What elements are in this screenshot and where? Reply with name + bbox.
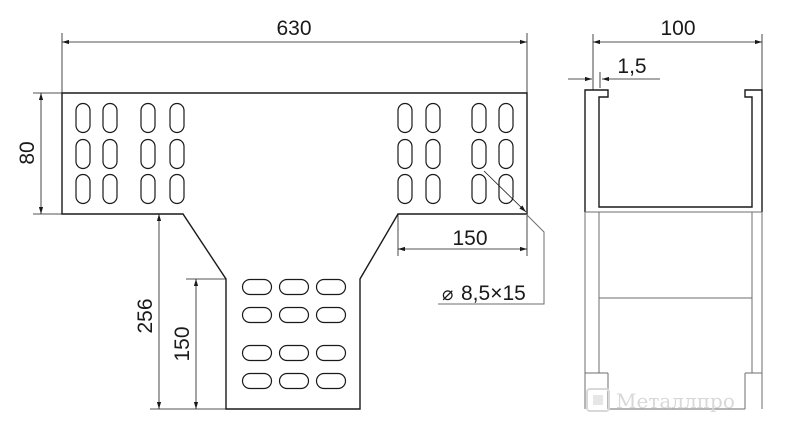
- perforation-slot: [102, 138, 118, 170]
- dim-total-width: 630: [61, 17, 528, 93]
- perforation-slot: [498, 138, 514, 170]
- perforation-slot: [397, 173, 413, 205]
- perforation-slot: [102, 173, 118, 205]
- dim-label-630: 630: [276, 17, 311, 40]
- watermark-text: Металлпро: [616, 389, 735, 413]
- perforation-slot: [315, 278, 347, 296]
- dim-label-256: 256: [134, 298, 157, 333]
- perforation-slot: [397, 102, 413, 134]
- profile-body: [584, 212, 763, 410]
- perforation-slot: [278, 278, 310, 296]
- slot-group-right: [397, 102, 514, 205]
- dim-label-150-vertical: 150: [171, 326, 194, 361]
- perforation-slot: [425, 173, 441, 205]
- perforation-slot: [278, 306, 310, 324]
- perforation-slot: [315, 372, 347, 390]
- perforation-slot: [169, 102, 185, 134]
- watermark: Металлпро: [586, 388, 735, 413]
- perforation-slot: [75, 102, 91, 134]
- slot-group-branch: [241, 278, 347, 390]
- perforation-slot: [241, 306, 273, 324]
- dim-profile-width: 100: [592, 17, 763, 90]
- hole-callout: ⌀ 8,5×15: [438, 170, 545, 305]
- perforation-slot: [498, 102, 514, 134]
- dim-label-hole-size: 8,5×15: [461, 282, 526, 305]
- dim-wall-thickness: 1,5: [568, 55, 660, 88]
- dim-label-150-horizontal: 150: [452, 227, 487, 250]
- perforation-slot: [315, 306, 347, 324]
- perforation-slot: [169, 173, 185, 205]
- profile-view: [584, 89, 763, 410]
- perforation-slot: [278, 372, 310, 390]
- dim-label-100: 100: [660, 17, 695, 40]
- perforation-slot: [471, 102, 487, 134]
- perforation-slot: [425, 102, 441, 134]
- perforation-slot: [498, 173, 514, 205]
- profile-channel: [584, 89, 763, 212]
- perforation-slot: [397, 138, 413, 170]
- perforation-slot: [425, 138, 441, 170]
- tee-outline: [61, 92, 528, 410]
- perforation-slot: [241, 344, 273, 362]
- perforation-slot: [315, 344, 347, 362]
- perforation-slot: [102, 102, 118, 134]
- slot-group-left: [75, 102, 185, 205]
- hole-diameter-symbol: ⌀: [442, 284, 453, 305]
- dim-arm-height: 80: [16, 92, 62, 215]
- perforation-slot: [241, 372, 273, 390]
- perforation-slot: [471, 173, 487, 205]
- dim-label-1-5: 1,5: [617, 55, 646, 78]
- perforation-slot: [278, 344, 310, 362]
- perforation-slot: [241, 278, 273, 296]
- dim-branch-width: 150: [171, 278, 226, 409]
- dim-branch-neck: 150: [397, 214, 528, 256]
- perforation-slot: [471, 138, 487, 170]
- perforation-slot: [140, 173, 156, 205]
- dim-label-80: 80: [16, 141, 39, 164]
- watermark-logo-icon: [586, 388, 610, 412]
- perforation-slot: [75, 173, 91, 205]
- perforation-slot: [140, 102, 156, 134]
- dim-branch-height: 256: [134, 213, 226, 410]
- perforation-slot: [140, 138, 156, 170]
- perforation-slot: [169, 138, 185, 170]
- perforation-slot: [75, 138, 91, 170]
